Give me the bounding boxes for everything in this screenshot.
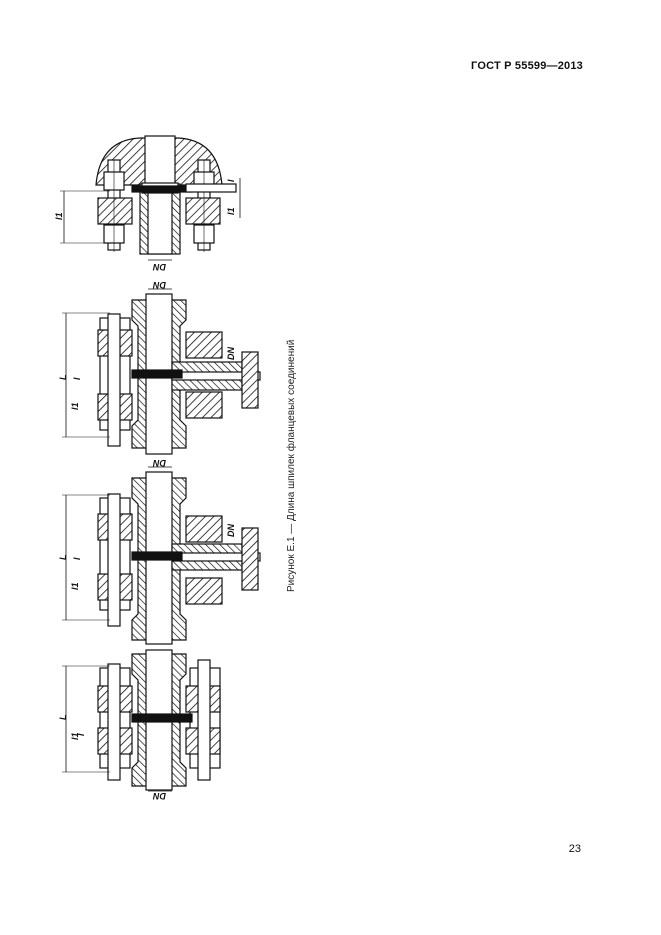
l1-label-1b: l1 (226, 207, 236, 215)
dn-label-2: DN (153, 280, 166, 290)
dn-label-4: DN (153, 791, 166, 801)
l1-label-4: l1 (70, 732, 80, 740)
l1-label-2: l1 (70, 402, 80, 410)
dn-label-fitting-3: DN (226, 524, 236, 537)
dn-label-3: DN (153, 458, 166, 468)
joint-3-with-fitting (62, 466, 261, 645)
l1-label-1: l1 (54, 212, 64, 220)
l-label-1: l (226, 179, 236, 182)
joint-4-plain (62, 649, 221, 792)
dn-label-fitting-2: DN (226, 347, 236, 360)
joint-2-with-fitting (62, 288, 261, 455)
l-label-4: l (76, 733, 86, 736)
l1-label-3: l1 (70, 582, 80, 590)
L-label-3: L (58, 555, 68, 561)
L-label-4: L (58, 715, 68, 721)
l-label-2: l (72, 377, 82, 380)
figure-caption: Рисунок Е.1 — Длина шпилек фланцевых сое… (286, 339, 297, 592)
l-label-3: l (72, 557, 82, 560)
page-number: 23 (568, 843, 581, 855)
L-label-2: L (58, 375, 68, 381)
dn-label-1: DN (153, 262, 166, 272)
document-header: ГОСТ Р 55599—2013 (471, 60, 583, 72)
joint-1-capped (60, 135, 241, 261)
